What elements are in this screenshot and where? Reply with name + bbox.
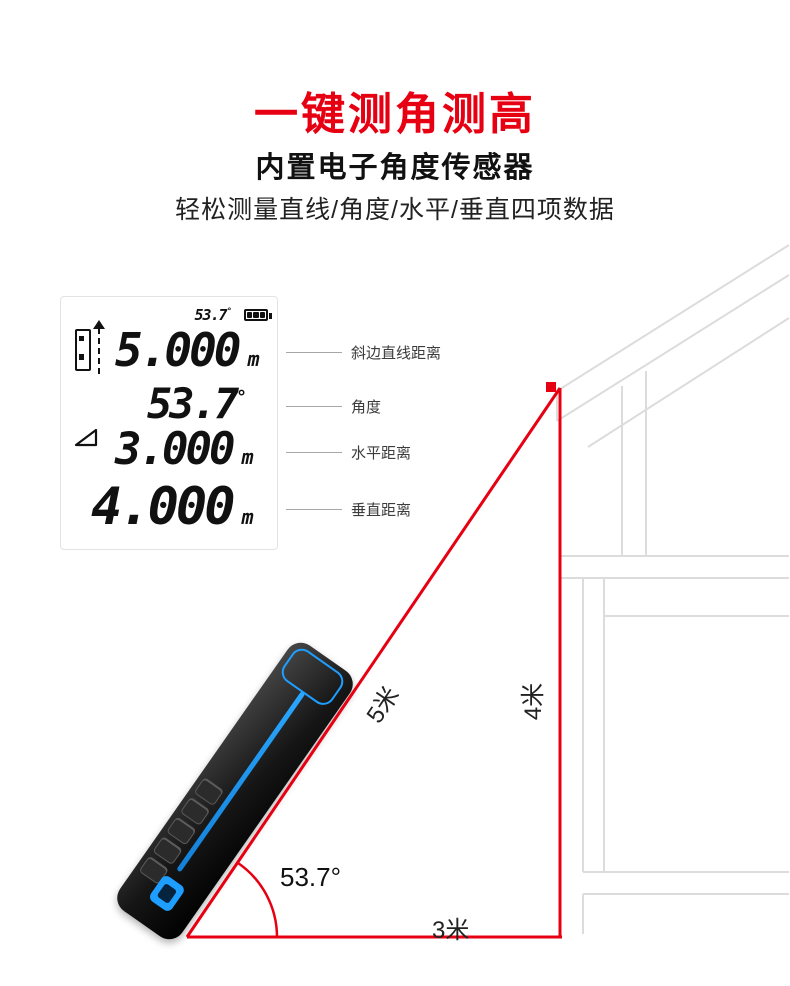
battery-icon — [244, 309, 272, 321]
callout-vertical: 垂直距离 — [286, 499, 411, 519]
dashed-arrow-line — [98, 328, 100, 374]
reading-unit: m — [241, 505, 254, 529]
reading-unit: m — [247, 347, 260, 371]
reading-value: 53.7 — [147, 379, 239, 428]
laser-rangefinder-device — [110, 636, 360, 946]
angle-value-label: 53.7° — [280, 862, 342, 892]
reading-unit: m — [241, 445, 254, 469]
callout-label: 斜边直线距离 — [351, 344, 442, 362]
base-length-label: 3米 — [432, 917, 470, 944]
device-glyph-dot — [79, 336, 84, 341]
callout-hypotenuse: 斜边直线距离 — [286, 342, 441, 362]
callout-label: 角度 — [351, 398, 382, 416]
callout-line — [286, 508, 342, 510]
angle-icon — [74, 428, 98, 447]
reading-value: 4.000 — [91, 477, 236, 537]
callout-label: 水平距离 — [351, 444, 412, 462]
callout-line — [286, 451, 342, 453]
page-title: 一键测角测高 — [254, 90, 536, 139]
house-lines — [556, 244, 790, 934]
arrow-head — [93, 320, 105, 329]
vertical-length-label: 4米 — [520, 682, 548, 721]
callout-label: 垂直距离 — [351, 501, 412, 519]
apex-marker — [546, 382, 556, 392]
callout-angle: 角度 — [286, 396, 381, 416]
lcd-status-angle-value: 53.7 — [194, 306, 227, 324]
device-blue-stripe — [176, 690, 306, 873]
tagline: 轻松测量直线/角度/水平/垂直四项数据 — [175, 196, 615, 224]
lcd-status-angle: 53.7° — [194, 306, 233, 324]
degree-mark: ° — [236, 387, 247, 408]
subtitle: 内置电子角度传感器 — [255, 152, 535, 184]
reading-value: 3.000 — [115, 424, 235, 475]
lcd-reading-angle: 53.7° — [147, 383, 247, 425]
device-glyph-dot — [79, 354, 84, 360]
hypotenuse-length-label: 5米 — [361, 682, 405, 729]
device-measure-icon — [75, 320, 107, 375]
device-body-glyph — [75, 329, 91, 371]
degree-mark: ° — [226, 307, 233, 317]
callout-horizontal: 水平距离 — [286, 442, 411, 462]
callout-line — [286, 405, 342, 407]
reading-value: 5.000 — [115, 323, 241, 377]
device-top-cap — [277, 644, 348, 710]
angle-arc — [237, 861, 279, 938]
callout-line — [286, 351, 342, 353]
